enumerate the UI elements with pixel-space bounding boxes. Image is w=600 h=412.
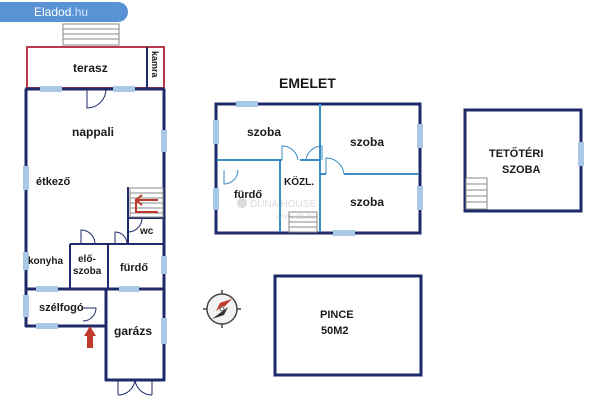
upper-room-szoba-3: szoba bbox=[350, 195, 384, 209]
upper-interior-walls bbox=[217, 104, 419, 232]
attic-label-line2: SZOBA bbox=[502, 164, 541, 176]
room-eloszoba-line1: elő- bbox=[78, 254, 96, 265]
badge-brand: Eladod bbox=[34, 5, 72, 19]
upper-room-furdo: fürdő bbox=[234, 189, 262, 201]
entry-arrow-icon bbox=[84, 326, 96, 348]
attic: TETŐTÉRI SZOBA bbox=[463, 108, 584, 213]
cellar-label-line1: PINCE bbox=[320, 309, 354, 321]
watermark: DUNA HOUSE www.dh.hu bbox=[237, 198, 316, 221]
ground-stairs bbox=[129, 187, 164, 218]
room-nappali: nappali bbox=[72, 125, 114, 139]
upper-room-szoba-2: szoba bbox=[350, 135, 384, 149]
cellar: PINCE 50M2 bbox=[273, 274, 423, 377]
room-konyha: konyha bbox=[28, 256, 63, 267]
terrace-steps bbox=[62, 23, 120, 46]
ground-interior-walls bbox=[69, 187, 164, 289]
room-eloszoba-line2: szoba bbox=[73, 266, 102, 277]
badge-tld: .hu bbox=[71, 5, 89, 19]
room-terasz: terasz bbox=[73, 61, 108, 75]
room-wc: wc bbox=[139, 226, 154, 237]
upper-room-szoba-1: szoba bbox=[247, 125, 281, 139]
upper-floor-title: EMELET bbox=[279, 75, 336, 91]
room-szelfogo: szélfogó bbox=[39, 302, 84, 314]
room-garazs: garázs bbox=[114, 324, 152, 338]
attic-stairs bbox=[465, 177, 488, 210]
eladod-badge: Eladod.hu bbox=[0, 2, 128, 22]
ground-windows bbox=[23, 86, 167, 344]
upper-doors bbox=[223, 145, 345, 185]
room-kamra: kamra bbox=[150, 51, 160, 79]
watermark-url: www.dh.hu bbox=[275, 212, 315, 221]
upper-floor: EMELET bbox=[213, 75, 423, 236]
room-etkezo: étkező bbox=[36, 176, 71, 188]
watermark-brand: DUNA HOUSE bbox=[250, 199, 316, 210]
room-furdo-ground: fürdő bbox=[120, 262, 148, 274]
upper-room-kozl: KÖZL. bbox=[284, 175, 314, 188]
upper-windows bbox=[213, 101, 423, 236]
attic-label-line1: TETŐTÉRI bbox=[489, 147, 543, 160]
cellar-label-line2: 50M2 bbox=[321, 325, 349, 337]
watermark-logo-icon bbox=[237, 198, 247, 208]
upper-stairs bbox=[288, 211, 318, 233]
garage-doors bbox=[117, 379, 153, 396]
upper-walls bbox=[214, 102, 422, 235]
compass-icon bbox=[203, 290, 241, 328]
ground-floor: terasz kamra nappali étkező wc konyha el… bbox=[23, 23, 167, 396]
